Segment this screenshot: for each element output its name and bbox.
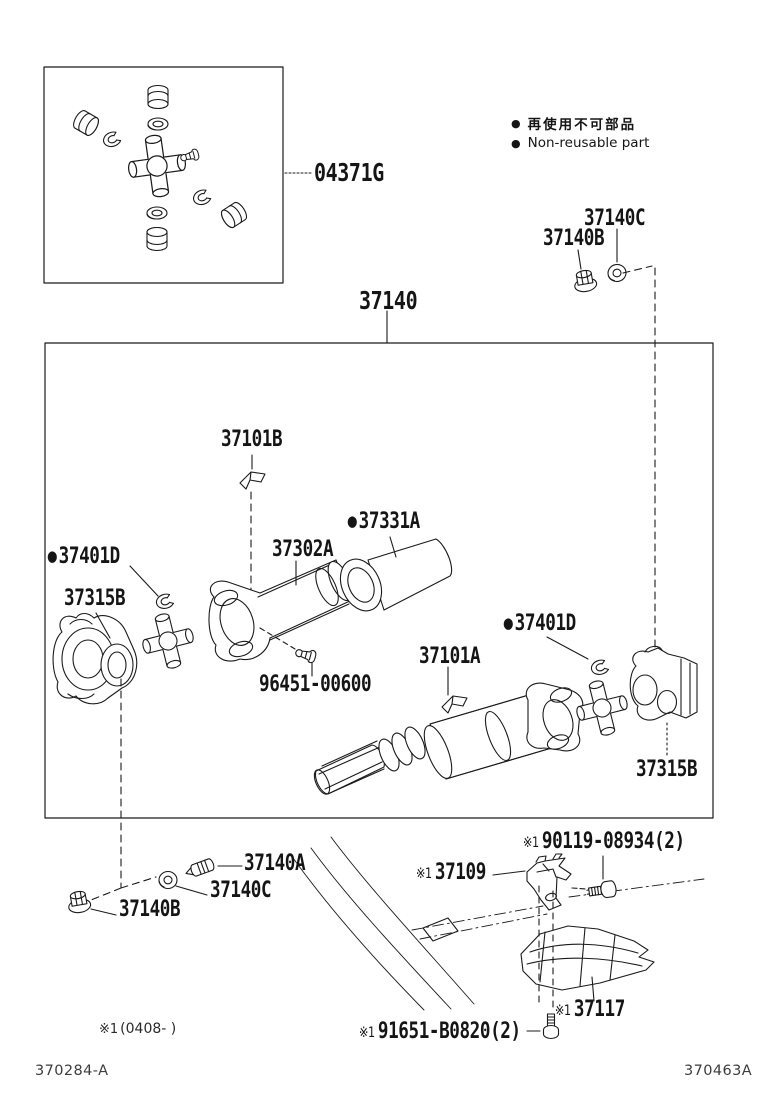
flange-front-leader [95,612,111,639]
figure-code-left: 370284-A [35,1063,109,1079]
nut-top-drawing [571,268,599,294]
nut-top-leader [577,249,582,270]
heat-shield-drawing [520,925,655,991]
rear-shaft-drawing [313,645,698,795]
rear-spider-drawing [570,674,634,742]
bracket-leader [492,870,526,876]
non-reusable-bullet-icon: ● [47,547,58,565]
washer-lower-drawing [158,870,178,890]
non-reusable-bullet-icon: ● [511,136,521,150]
callout-37331a: ●37331A [347,511,420,533]
spline-shaft-end [313,740,385,795]
front-shaft-drawing [52,454,453,705]
callout-37140b-top: 37140B [543,226,605,251]
dust-cover-leader [389,536,397,558]
sleeve-yoke-drawing [208,559,353,662]
callout-37401d-rear: ●37401D [503,613,576,635]
part-number: 37117 [573,997,625,1022]
part-number: 37401D [514,611,577,636]
legend-text-jp: 再使用不可部品 [527,117,637,133]
legend: ● 再使用不可部品 ● Non-reusable part [511,113,649,153]
flange-rear-dashed-link [622,265,656,652]
bolt-37140a-drawing [185,858,215,877]
ref-mark: ※1 [555,1003,571,1019]
legend-row-en: ● Non-reusable part [511,133,649,153]
note-text: (0408- ) [120,1021,177,1037]
heat-shield-leader [591,976,595,1002]
non-reusable-bullet-icon: ● [347,512,358,530]
part-number: 37401D [58,544,121,569]
ref-mark: ※1 [359,1025,375,1041]
front-flange-yoke-drawing [52,612,138,705]
legend-text-en: Non-reusable part [527,135,650,151]
front-flange-dashed-link [90,678,157,901]
grease-fitting-drawing [293,645,318,664]
callout-37315b-rear: 37315B [636,757,698,782]
callout-96451: 96451-00600 [259,672,372,697]
callout-37101b: 37101B [221,427,283,452]
slinger-rear-drawing [441,695,468,714]
callout-37302a: 37302A [272,537,334,562]
ref-mark: ※1 [523,835,539,851]
rear-flange-yoke-drawing [629,645,698,721]
front-spider-drawing [136,607,200,675]
snap-ring-rear-drawing [589,658,610,677]
shield-dashed-links [538,885,554,1013]
applicability-note: ※1(0408- ) [99,1021,176,1037]
kit-box [43,66,284,284]
callout-37401d-front: ●37401D [47,546,120,568]
part-number: 91651-B0820(2) [377,1019,521,1044]
nut-lower-drawing [65,889,93,915]
callout-37140c-top: 37140C [584,206,646,231]
bolt-91651-drawing [542,1013,560,1040]
non-reusable-bullet-icon: ● [511,116,521,130]
dust-cover-drawing [339,538,453,612]
callout-37315b-front: 37315B [64,586,126,611]
figure-code-right: 370463A [684,1063,753,1079]
legend-row-jp: ● 再使用不可部品 [511,113,649,133]
callout-37140b-bottom: 37140B [119,897,181,922]
part-number: 37331A [358,509,421,534]
non-reusable-bullet-icon: ● [503,614,514,632]
rear-shaft-yoke-drawing [525,682,584,752]
callout-37101a: 37101A [419,644,481,669]
frame-rails [292,836,475,1011]
bracket-drawing [526,853,572,911]
callout-37140a: 37140A [244,851,306,876]
part-number: 90119-08934(2) [541,829,685,854]
ref-mark: ※1 [416,866,432,882]
callout-37140c-bottom: 37140C [210,878,272,903]
part-number: 37109 [434,860,486,885]
callout-37140: 37140 [359,286,418,315]
snap-ring-rear-leader [546,636,589,660]
main-assembly-box [44,342,714,819]
snap-ring-front-leader [129,565,159,597]
ref-mark: ※1 [99,1022,119,1037]
bolt-90119-drawing [586,880,617,899]
ujoint-kit-drawing [70,84,250,252]
callout-04371g: 04371G [314,158,384,187]
